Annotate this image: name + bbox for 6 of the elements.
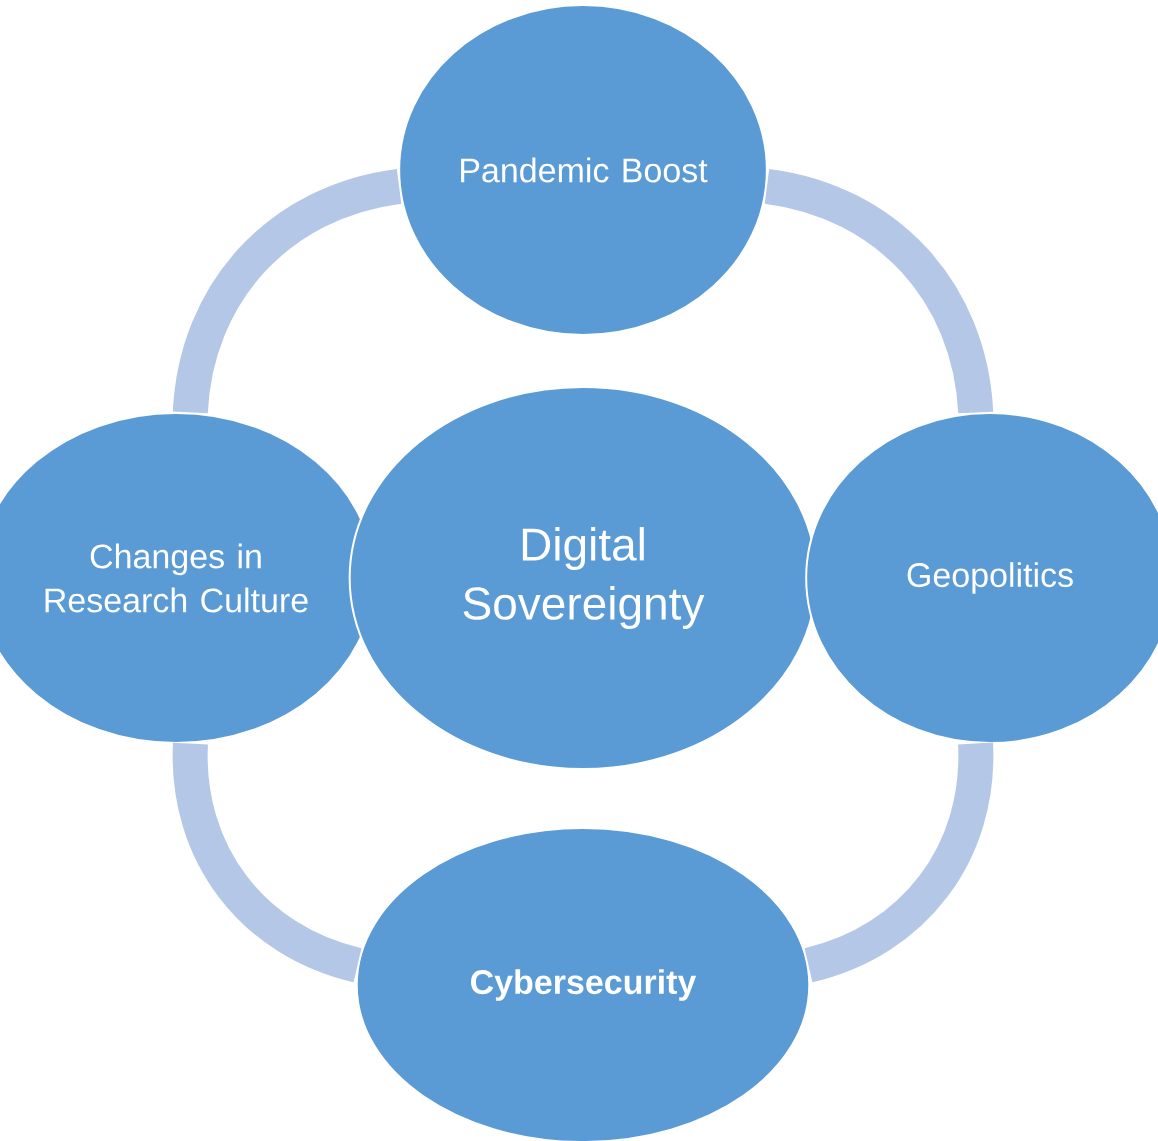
ring-arc (763, 169, 994, 415)
circle-node: Pandemic Boost (398, 4, 768, 336)
circle-node: Geopolitics (805, 412, 1158, 744)
circle-node: Cybersecurity (355, 827, 811, 1141)
ring-arc (172, 169, 403, 415)
circle-node: Digital Sovereignty (348, 386, 818, 770)
